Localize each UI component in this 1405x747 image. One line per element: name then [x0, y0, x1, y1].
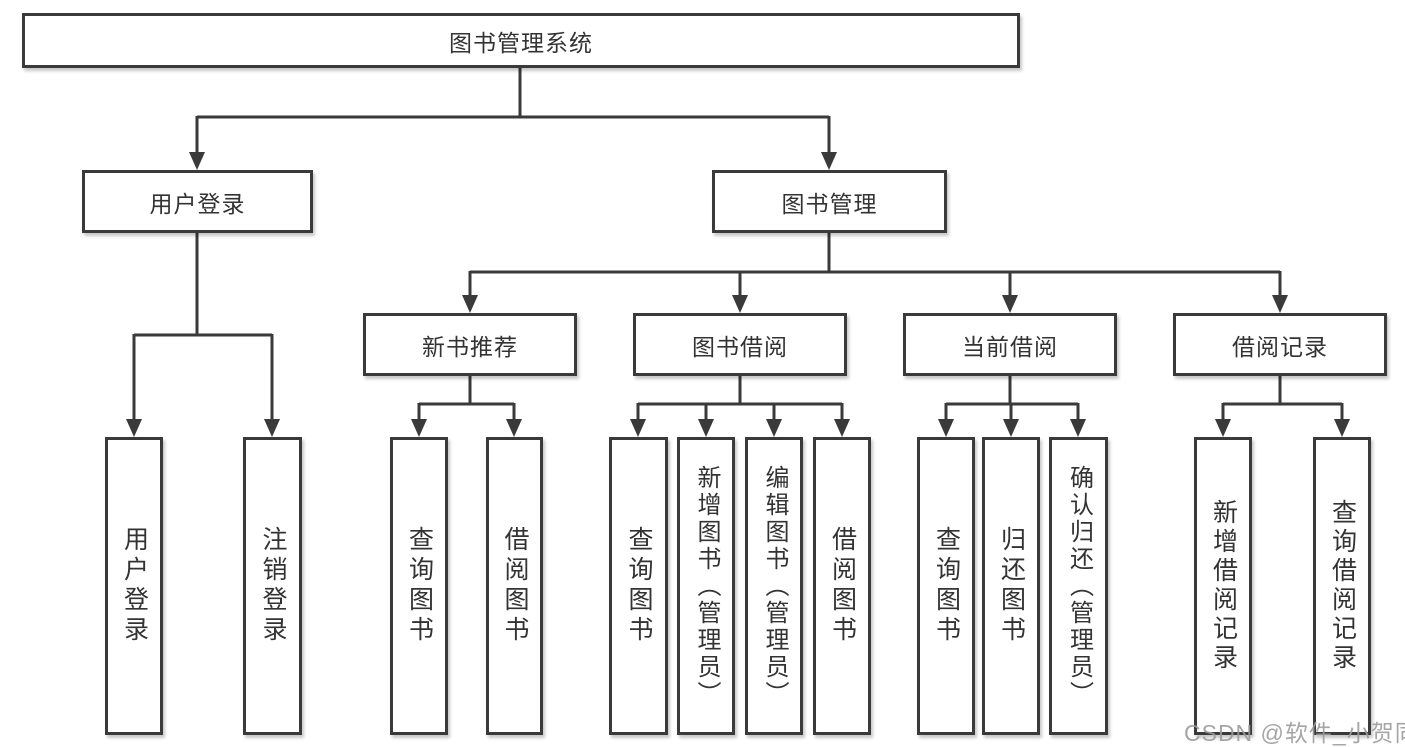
leaf-user-login-label: 用户登录: [120, 526, 149, 646]
leaf-user-login: 用户登录: [105, 437, 163, 735]
leaf-logout-label: 注销登录: [259, 526, 287, 646]
leaf-add-borrow-record: 新增借阅记录: [1194, 437, 1252, 735]
node-book-borrowing: 图书借阅: [633, 313, 847, 376]
node-borrowing-records: 借阅记录: [1173, 313, 1387, 376]
leaf-query-borrow-record: 查询借阅记录: [1313, 437, 1371, 735]
leaf-return-books: 归还图书: [982, 437, 1040, 735]
node-root: 图书管理系统: [22, 13, 1020, 68]
leaf-query-books-borrowing-label: 查询图书: [625, 526, 653, 646]
node-new-book-recommend-label: 新书推荐: [422, 333, 518, 360]
leaf-confirm-return-admin: 确认归还（管理员）: [1049, 437, 1108, 735]
node-new-book-recommend: 新书推荐: [363, 313, 577, 376]
leaf-query-books-borrowing: 查询图书: [609, 437, 668, 735]
leaf-logout: 注销登录: [243, 437, 302, 735]
arrowheads: [126, 152, 1350, 437]
connector-stems: [132, 68, 1344, 420]
node-user-login-label: 用户登录: [149, 190, 246, 217]
leaf-borrow-books-label: 借阅图书: [828, 526, 857, 646]
csdn-watermark: CSDN @软件_小贺同学: [1184, 720, 1405, 746]
node-user-login: 用户登录: [82, 170, 313, 233]
leaf-add-borrow-record-label: 新增借阅记录: [1209, 499, 1238, 673]
leaf-query-books-current: 查询图书: [917, 437, 975, 735]
node-book-management-label: 图书管理: [781, 190, 878, 217]
node-current-borrowing: 当前借阅: [903, 313, 1117, 376]
leaf-query-books-current-label: 查询图书: [932, 526, 961, 646]
leaf-return-books-label: 归还图书: [997, 526, 1026, 646]
leaf-query-books-recommend: 查询图书: [390, 437, 448, 735]
leaf-edit-books-admin-label: 编辑图书（管理员）: [761, 464, 788, 708]
node-current-borrowing-label: 当前借阅: [962, 333, 1058, 360]
leaf-confirm-return-admin-label: 确认归还（管理员）: [1065, 464, 1093, 708]
node-borrowing-records-label: 借阅记录: [1232, 333, 1328, 360]
leaf-query-borrow-record-label: 查询借阅记录: [1328, 499, 1357, 673]
leaf-add-books-admin-label: 新增图书（管理员）: [693, 464, 720, 708]
leaf-borrow-books-recommend: 借阅图书: [486, 437, 543, 735]
leaf-add-books-admin: 新增图书（管理员）: [677, 437, 735, 735]
node-root-label: 图书管理系统: [449, 29, 593, 56]
node-book-management: 图书管理: [712, 170, 947, 233]
leaf-borrow-books: 借阅图书: [813, 437, 871, 735]
leaf-query-books-recommend-label: 查询图书: [405, 526, 434, 646]
node-book-borrowing-label: 图书借阅: [692, 333, 788, 360]
leaf-edit-books-admin: 编辑图书（管理员）: [745, 437, 803, 735]
leaf-borrow-books-recommend-label: 借阅图书: [501, 526, 529, 646]
